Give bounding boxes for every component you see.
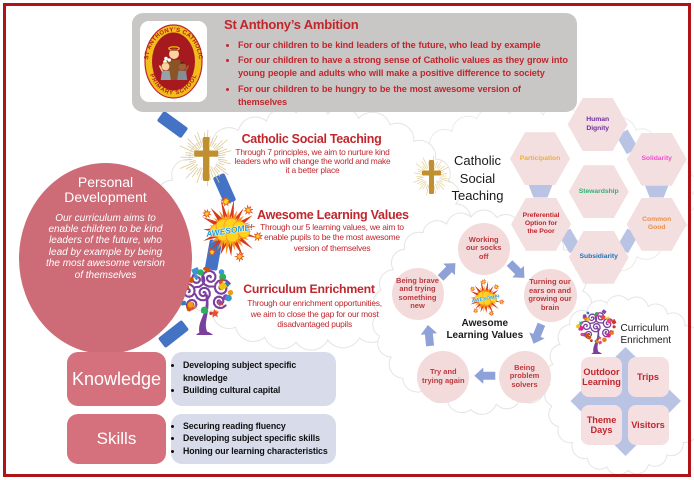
hex-connector	[528, 183, 553, 198]
enrichment-box-label: Outdoor Learning	[582, 366, 621, 387]
hexagon-label: Preferential Option for the Poor	[522, 211, 560, 236]
hexagon-label: Human Dignity	[586, 116, 610, 132]
knowledge-box: Knowledge	[67, 352, 166, 406]
cycle-arrow	[506, 260, 525, 278]
enrichment-box: Visitors	[627, 405, 669, 445]
skills-label: Skills	[96, 429, 137, 448]
ambition-bullet: For our children to have a strong sense …	[238, 54, 570, 81]
enrichment-box-label: Visitors	[631, 419, 665, 430]
skills-box: Skills	[67, 414, 166, 464]
bullet-item: Developing subject specific knowledge	[183, 359, 334, 384]
value-circle: Working our socks off	[457, 222, 510, 275]
value-circle: Being brave and trying something new	[391, 267, 444, 320]
enrichment-box-label: Trips	[637, 371, 659, 382]
section-title-alv: Awesome Learning Values	[257, 207, 409, 222]
awesome-burst-icon: AWESOME!	[469, 278, 505, 317]
hexagon-label: Solidarity	[641, 155, 672, 163]
enrichment-box-label: Theme Days	[586, 414, 617, 435]
skills-bullets-box: Securing reading fluency Developing subj…	[171, 414, 336, 464]
hex-connector	[616, 129, 639, 155]
bullet-item: Securing reading fluency	[183, 420, 334, 432]
school-logo-badge: ST ANTHONY’S CATHOLIC PRIMARY SCHOOL	[144, 24, 203, 99]
value-circle: Turning our ears on and growing our brai…	[523, 268, 577, 322]
value-label: Being problem solvers	[509, 362, 540, 389]
path-arc-dash	[158, 320, 189, 348]
bullet-item: Building cultural capital	[183, 384, 334, 396]
value-circle: Try and trying again	[417, 350, 470, 403]
bullet-item: Honing our learning characteristics	[183, 445, 334, 457]
cross-icon	[194, 137, 219, 181]
cycle-arrow	[437, 263, 456, 281]
hexagon-label: Participation	[519, 154, 561, 162]
enrichment-box: Outdoor Learning	[581, 357, 622, 397]
personal-development-body: Our curriculum aims to enable children t…	[46, 212, 165, 281]
personal-development-title: Personal Development	[64, 173, 147, 205]
cst-group-label: Catholic Social Teaching	[451, 153, 504, 203]
value-label: Working our socks off	[465, 234, 502, 261]
cycle-arrow	[420, 325, 437, 347]
value-label: Being brave and trying something new	[396, 275, 439, 310]
alv-group-label: Awesome Learning Values	[446, 318, 524, 342]
hex-connector	[644, 183, 670, 198]
logo-figures	[158, 46, 190, 80]
hexagon-label: Stewardship	[578, 187, 619, 195]
value-circle: Being problem solvers	[498, 350, 551, 403]
cross-icon-small	[422, 160, 441, 194]
hexagon-label: Subsidiarity	[579, 253, 618, 261]
school-logo: ST ANTHONY’S CATHOLIC PRIMARY SCHOOL	[140, 21, 207, 102]
section-body-ce: Through our enrichment opportunities, we…	[247, 298, 382, 330]
section-title-ce: Curriculum Enrichment	[243, 282, 375, 296]
ambition-bullet: For our children to be kind leaders of t…	[238, 39, 570, 52]
ce-group-label: Curriculum Enrichment	[620, 322, 672, 346]
value-label: Try and trying again	[422, 367, 465, 385]
personal-development-circle: Personal Development Our curriculum aims…	[19, 163, 192, 354]
value-label: Turning our ears on and growing our brai…	[528, 277, 572, 312]
cycle-arrow	[529, 322, 546, 344]
section-body-cst: Through 7 principles, we aim to nurture …	[234, 146, 391, 176]
awesome-badge-text: AWESOME!	[470, 294, 500, 305]
knowledge-bullets-box: Developing subject specific knowledge Bu…	[171, 352, 336, 406]
ambition-bullets: For our children to be kind leaders of t…	[224, 39, 570, 112]
enrichment-box: Trips	[627, 357, 669, 397]
awesome-burst-icon: AWESOME!	[202, 195, 263, 263]
enrichment-tree-icon-small	[576, 309, 617, 354]
enrichment-box: Theme Days	[581, 405, 622, 445]
section-body-alv: Through our 5 learning values, we aim to…	[260, 221, 404, 253]
page-title: St Anthony’s Ambition	[224, 16, 359, 32]
bullet-item: Developing subject specific skills	[183, 432, 334, 444]
cycle-arrow	[474, 367, 496, 384]
ambition-bullet: For our children to be hungry to be the …	[238, 83, 570, 110]
knowledge-label: Knowledge	[71, 368, 162, 389]
path-arc-dash	[157, 111, 188, 138]
hexagon-label: Common Good	[642, 216, 672, 232]
section-title-cst: Catholic Social Teaching	[241, 132, 382, 146]
